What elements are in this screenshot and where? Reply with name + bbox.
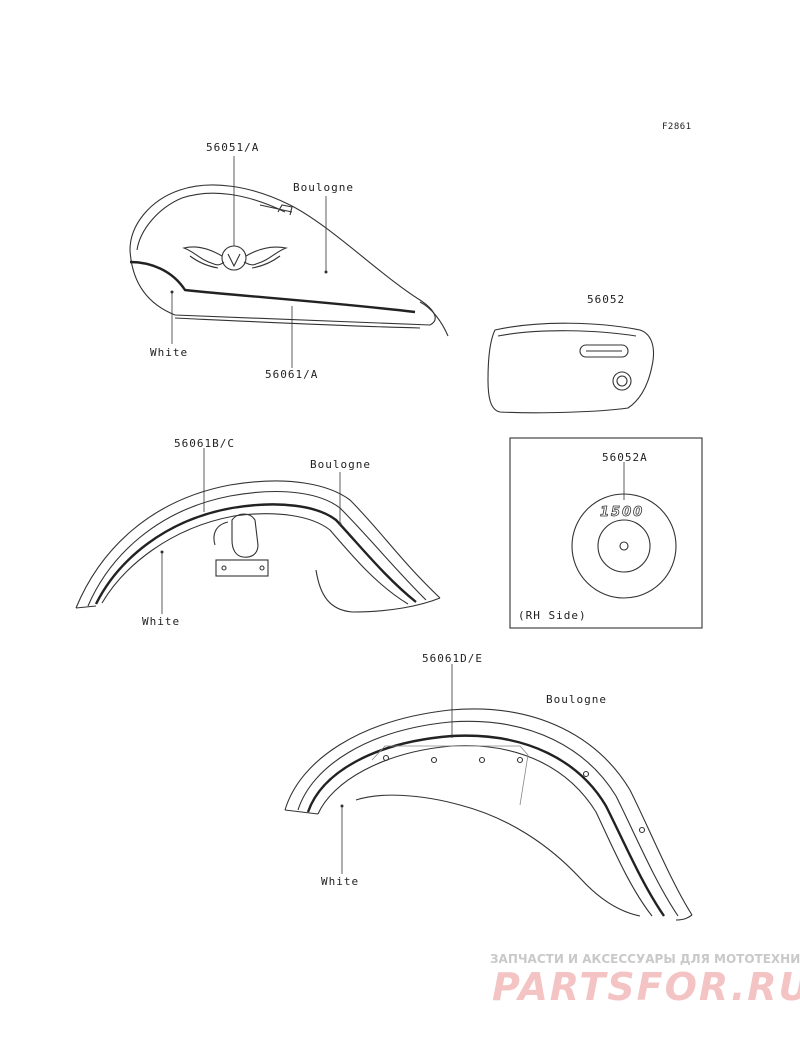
label-rear-fender-part: 56061D/E — [422, 652, 483, 665]
figure-code: F2861 — [662, 122, 692, 132]
label-front-fender-part: 56061B/C — [174, 437, 235, 450]
rear-fender-drawing — [284, 708, 693, 921]
label-rear-fender-white: White — [321, 875, 360, 888]
label-rear-fender-boulogne: Boulogne — [546, 693, 607, 706]
watermark-brand: PARTSFOR.RU — [492, 965, 800, 1009]
label-side-cover: 56052 — [587, 293, 626, 306]
label-tank-boulogne: Boulogne — [293, 181, 354, 194]
label-tank-white: White — [150, 346, 189, 359]
front-fender-drawing — [75, 480, 441, 613]
label-tank-emblem: 56051/A — [206, 141, 260, 154]
label-front-fender-white: White — [142, 615, 181, 628]
label-side-badge-part: 56052A — [602, 451, 648, 464]
label-tank-stripe: 56061/A — [265, 368, 319, 381]
label-side-badge-note: (RH Side) — [518, 609, 587, 622]
leader-lines — [160, 156, 625, 874]
watermark-subtitle: ЗАПЧАСТИ И АКСЕССУАРЫ ДЛЯ МОТОТЕХНИКИ — [490, 952, 800, 966]
badge-text: 1500 — [600, 505, 644, 520]
side-cover-drawing — [487, 322, 655, 414]
badge-box-drawing: 1500 — [509, 437, 703, 629]
label-front-fender-boulogne: Boulogne — [310, 458, 371, 471]
fuel-tank-drawing — [129, 184, 449, 337]
